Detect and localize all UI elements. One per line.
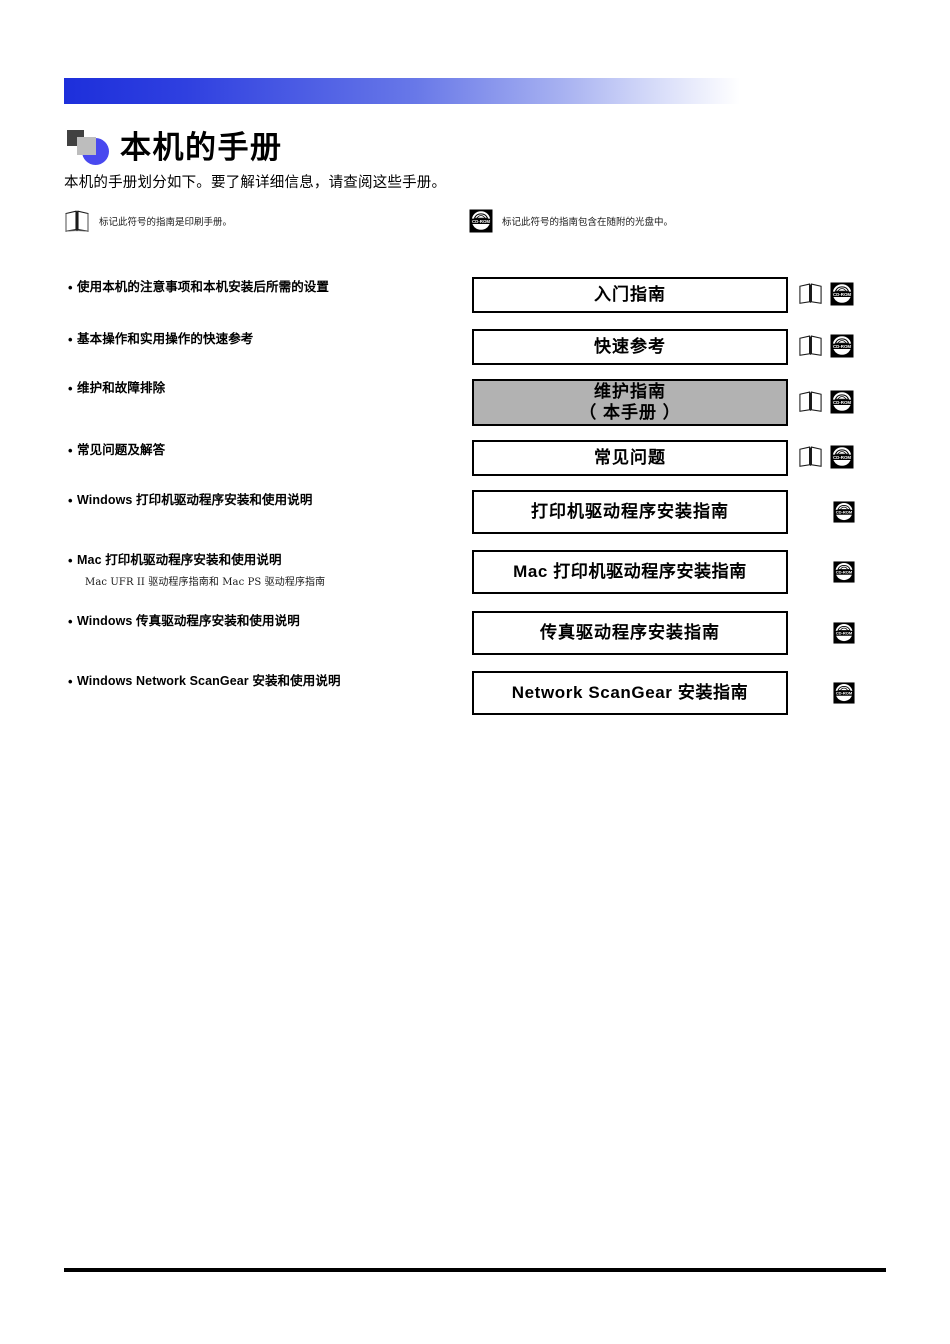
manual-media-icons: CD-ROM xyxy=(833,501,855,523)
manual-media-icons: CD-ROM xyxy=(798,389,854,414)
manual-description-text: 常见问题及解答 xyxy=(77,443,166,457)
manual-box-label: 常见问题 xyxy=(594,447,666,467)
cdrom-icon: CD-ROM xyxy=(830,282,854,305)
svg-text:CD-ROM: CD-ROM xyxy=(836,510,853,515)
manual-box-label: Mac 打印机驱动程序安装指南 xyxy=(513,561,747,581)
logo-light-square-icon xyxy=(77,137,96,155)
page-title-row: 本机的手册 xyxy=(64,124,283,170)
manual-box-faq[interactable]: 常见问题 xyxy=(472,440,788,476)
cdrom-icon: CD-ROM xyxy=(469,209,493,233)
svg-text:CD-ROM: CD-ROM xyxy=(836,631,853,636)
header-gradient-bar xyxy=(64,78,740,104)
manual-box-label: 维护指南 （ 本手册 ） xyxy=(579,381,681,422)
svg-text:CD-ROM: CD-ROM xyxy=(833,454,851,459)
book-icon xyxy=(65,210,89,232)
bullet-dot-icon: • xyxy=(68,280,73,295)
manual-media-icons: CD-ROM xyxy=(798,281,854,306)
manual-media-icons: CD-ROM xyxy=(798,333,854,358)
legend-item-cdrom: CD-ROM 标记此符号的指南包含在随附的光盘中。 xyxy=(469,204,673,238)
manual-media-icons: CD-ROM xyxy=(798,444,854,469)
cdrom-icon: CD-ROM xyxy=(830,445,854,468)
svg-text:CD-ROM: CD-ROM xyxy=(833,399,851,404)
manual-description-text: Windows 传真驱动程序安装和使用说明 xyxy=(77,614,300,628)
manual-box-fax-driver-install[interactable]: 传真驱动程序安装指南 xyxy=(472,611,788,655)
manual-box-label: 快速参考 xyxy=(594,336,666,356)
manual-box-network-scangear-install[interactable]: Network ScanGear 安装指南 xyxy=(472,671,788,715)
manual-description: • Windows 传真驱动程序安装和使用说明 xyxy=(68,614,458,630)
bullet-dot-icon: • xyxy=(68,493,73,508)
manual-description: • 常见问题及解答 xyxy=(68,443,458,459)
legend: 标记此符号的指南是印刷手册。 CD-ROM 标记此符号的指南包含在随附的光盘中。 xyxy=(64,204,884,238)
book-icon xyxy=(799,446,822,467)
manual-media-icons: CD-ROM xyxy=(833,561,855,583)
bullet-dot-icon: • xyxy=(68,614,73,629)
legend-label-cdrom: 标记此符号的指南包含在随附的光盘中。 xyxy=(502,217,674,228)
manual-box-mac-printer-driver-install[interactable]: Mac 打印机驱动程序安装指南 xyxy=(472,550,788,594)
svg-text:CD-ROM: CD-ROM xyxy=(472,219,490,224)
bullet-dot-icon: • xyxy=(68,443,73,458)
manual-description-text: 使用本机的注意事项和本机安装后所需的设置 xyxy=(77,280,330,294)
bullet-dot-icon: • xyxy=(68,553,73,568)
manual-description: • 使用本机的注意事项和本机安装后所需的设置 xyxy=(68,280,458,296)
manual-description: • 基本操作和实用操作的快速参考 xyxy=(68,332,458,348)
manual-box-label: 传真驱动程序安装指南 xyxy=(540,622,720,642)
manual-description: • Windows Network ScanGear 安装和使用说明 xyxy=(68,674,458,690)
cdrom-icon: CD-ROM xyxy=(833,682,855,704)
page-intro-text: 本机的手册划分如下。要了解详细信息，请查阅这些手册。 xyxy=(64,175,447,191)
manual-description-text: Windows Network ScanGear 安装和使用说明 xyxy=(77,674,341,688)
book-icon xyxy=(799,391,822,412)
svg-text:CD-ROM: CD-ROM xyxy=(836,570,853,575)
book-icon xyxy=(799,335,822,356)
svg-text:CD-ROM: CD-ROM xyxy=(833,343,851,348)
svg-text:CD-ROM: CD-ROM xyxy=(836,691,853,696)
page-title: 本机的手册 xyxy=(120,129,283,165)
cdrom-icon: CD-ROM xyxy=(833,561,855,583)
cdrom-icon: CD-ROM xyxy=(830,390,854,413)
manual-box-label: 打印机驱动程序安装指南 xyxy=(531,501,729,521)
manual-box-quick-reference[interactable]: 快速参考 xyxy=(472,329,788,365)
svg-text:CD-ROM: CD-ROM xyxy=(833,291,851,296)
manual-box-label: Network ScanGear 安装指南 xyxy=(511,682,749,702)
bullet-dot-icon: • xyxy=(68,332,73,347)
manual-box-label: 入门指南 xyxy=(594,284,666,304)
manual-media-icons: CD-ROM xyxy=(833,622,855,644)
manual-media-icons: CD-ROM xyxy=(833,682,855,704)
manual-logo-icon xyxy=(64,126,116,168)
book-icon xyxy=(799,283,822,304)
manual-description: • Windows 打印机驱动程序安装和使用说明 xyxy=(68,493,458,509)
manual-description-text: 基本操作和实用操作的快速参考 xyxy=(77,332,254,346)
manual-description: • 维护和故障排除 xyxy=(68,381,458,397)
legend-label-printed-manual: 标记此符号的指南是印刷手册。 xyxy=(99,217,233,228)
manual-description-text: Windows 打印机驱动程序安装和使用说明 xyxy=(77,493,313,507)
bullet-dot-icon: • xyxy=(68,674,73,689)
manual-description: • Mac 打印机驱动程序安装和使用说明 Mac UFR II 驱动程序指南和 … xyxy=(68,553,458,588)
cdrom-icon: CD-ROM xyxy=(830,334,854,357)
legend-item-printed-manual: 标记此符号的指南是印刷手册。 xyxy=(64,204,232,238)
manual-description-text: 维护和故障排除 xyxy=(77,381,166,395)
manual-description-subtext: Mac UFR II 驱动程序指南和 Mac PS 驱动程序指南 xyxy=(85,576,326,588)
bullet-dot-icon: • xyxy=(68,381,73,396)
manual-box-printer-driver-install[interactable]: 打印机驱动程序安装指南 xyxy=(472,490,788,534)
cdrom-icon: CD-ROM xyxy=(833,622,855,644)
manual-box-maintenance-guide[interactable]: 维护指南 （ 本手册 ） xyxy=(472,379,788,426)
manual-box-getting-started[interactable]: 入门指南 xyxy=(472,277,788,313)
cdrom-icon: CD-ROM xyxy=(833,501,855,523)
footer-divider xyxy=(64,1268,886,1272)
manual-description-text: Mac 打印机驱动程序安装和使用说明 xyxy=(77,553,282,567)
